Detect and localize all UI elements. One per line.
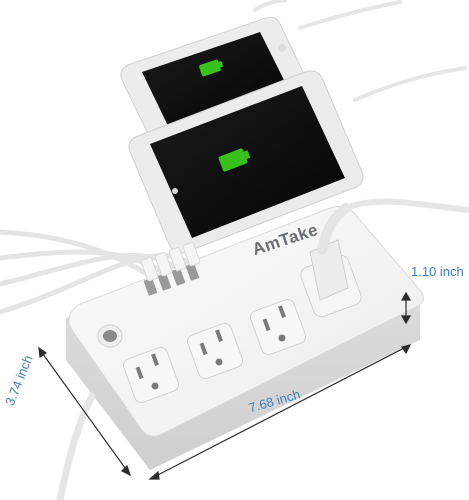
- phone-battery-icon: [199, 59, 224, 77]
- outlet-3: [249, 298, 307, 356]
- power-cord: [56, 392, 96, 500]
- usb-ports: [143, 263, 200, 296]
- tablet-battery-icon: [218, 148, 251, 172]
- tablet: [128, 70, 364, 254]
- outlet-2: [186, 322, 244, 380]
- ac-plug: [309, 198, 469, 301]
- device-charging-cables: [253, 0, 467, 102]
- power-switch: [97, 324, 123, 348]
- phone-home-button: [278, 44, 286, 52]
- dimension-lines: [38, 291, 412, 480]
- usb-plug-heads: [140, 242, 201, 282]
- power-strip: [56, 198, 469, 500]
- outlet-1: [122, 346, 180, 404]
- height-dimension-label: 1.10 inch: [411, 264, 464, 279]
